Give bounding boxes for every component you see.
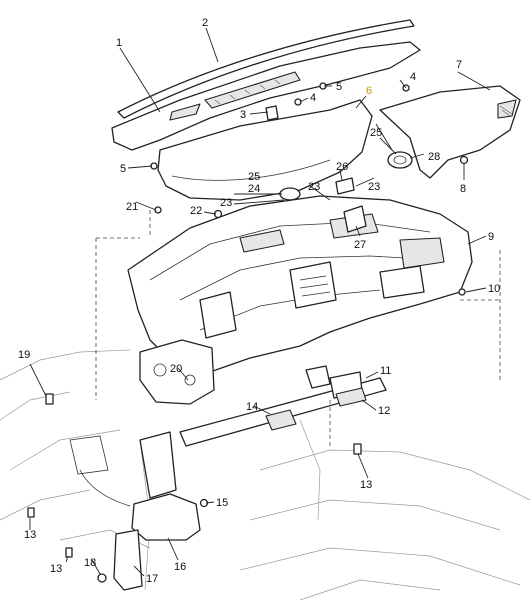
callout-13-left: 13	[24, 529, 36, 541]
fasteners	[27, 82, 469, 583]
callout-1: 1	[116, 37, 122, 49]
callout-22: 22	[190, 205, 202, 217]
sensor-24	[279, 187, 301, 201]
callout-4-center: 4	[310, 92, 316, 104]
bolt-13-left	[27, 507, 35, 518]
callout-6: 6	[366, 85, 372, 97]
callout-24: 24	[248, 183, 260, 195]
callout-labels: 1 2 3 4 4 5 5 6 7 8 9 10 11 12 13 13 13 …	[18, 17, 500, 585]
steering-column-support	[69, 431, 201, 591]
callout-25-a: 25	[248, 171, 260, 183]
callout-18: 18	[84, 557, 96, 569]
screw-18	[97, 573, 107, 583]
callout-23-b: 23	[308, 181, 320, 193]
callout-23-a: 23	[220, 197, 232, 209]
callout-5-upper: 5	[336, 81, 342, 93]
vehicle-body-outline	[0, 349, 530, 600]
bolt-19	[45, 393, 54, 405]
module-26	[335, 177, 355, 195]
callout-8: 8	[460, 183, 466, 195]
callout-15: 15	[216, 497, 228, 509]
windshield-garnish-molding	[117, 19, 415, 119]
callout-3: 3	[240, 109, 246, 121]
callout-10: 10	[488, 283, 500, 295]
callout-19: 19	[18, 349, 30, 361]
screw-10	[458, 288, 466, 296]
bolt-13-right	[353, 443, 362, 455]
bracket-27	[343, 205, 367, 233]
callout-16: 16	[174, 561, 186, 573]
callout-5-left: 5	[120, 163, 126, 175]
alignment-lines	[95, 210, 501, 446]
callout-13-bottom: 13	[50, 563, 62, 575]
callout-4-right: 4	[410, 71, 416, 83]
callout-21: 21	[126, 201, 138, 213]
speaker-28	[387, 151, 413, 169]
callout-20: 20	[170, 363, 182, 375]
callout-12: 12	[378, 405, 390, 417]
callout-28: 28	[428, 151, 440, 163]
callout-9: 9	[488, 231, 494, 243]
callout-13-right: 13	[360, 479, 372, 491]
upper-trim-pad	[111, 41, 421, 151]
callout-14: 14	[246, 401, 258, 413]
callout-27: 27	[354, 239, 366, 251]
left-knee-bolster-bracket	[139, 339, 215, 405]
callout-26: 26	[336, 161, 348, 173]
callout-23-c: 23	[368, 181, 380, 193]
callout-11: 11	[380, 365, 391, 377]
bolt-13-bottom	[65, 547, 73, 558]
callout-2: 2	[202, 17, 208, 29]
callout-7: 7	[456, 59, 462, 71]
screw-8	[459, 155, 469, 165]
leader-lines	[29, 27, 491, 577]
callout-17: 17	[146, 573, 158, 585]
cross-car-beam	[179, 365, 387, 447]
clip-3	[265, 105, 279, 121]
right-side-trim-panel	[379, 85, 521, 179]
callout-25-b: 25	[370, 127, 382, 139]
